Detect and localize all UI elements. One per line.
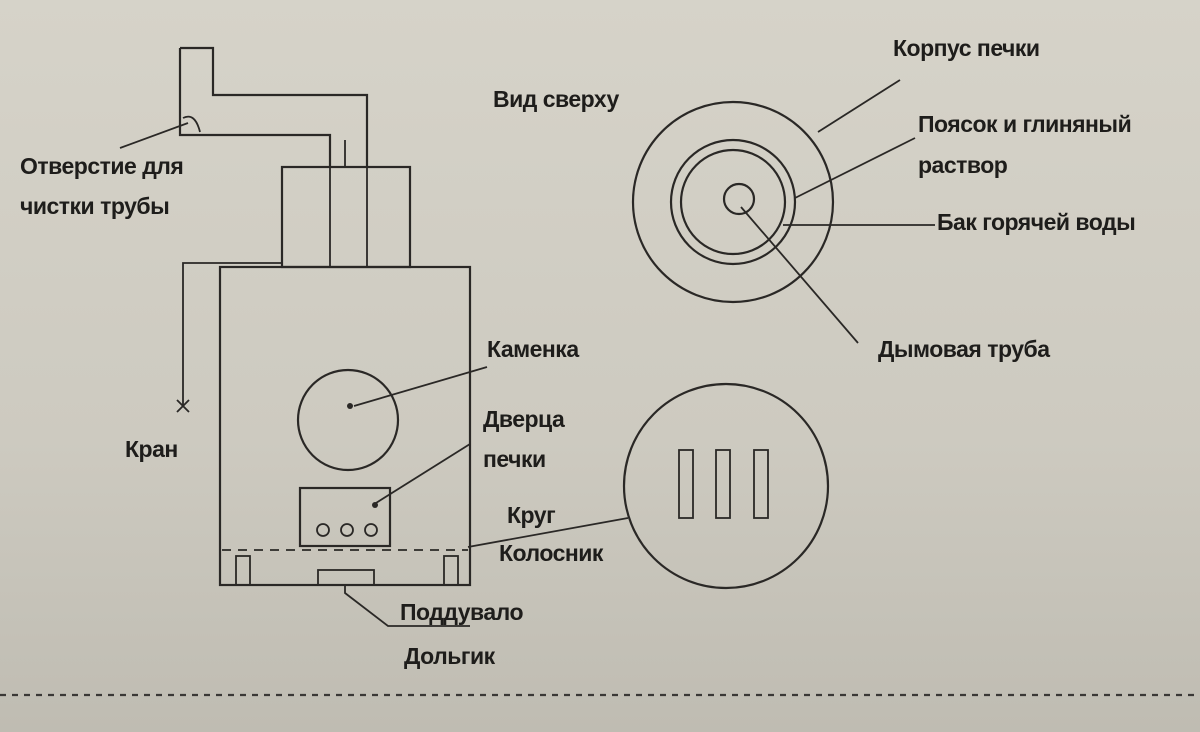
chimney-circle bbox=[722, 182, 756, 216]
water-tank bbox=[280, 165, 412, 269]
tank-body bbox=[280, 165, 412, 269]
leader-pipe-hole bbox=[119, 122, 189, 149]
belt-circle-inner bbox=[679, 148, 787, 256]
label-hot-water-tank: Бак горячей воды bbox=[937, 209, 1135, 235]
chimney-pipe bbox=[178, 46, 369, 167]
leader-ash-pit bbox=[344, 585, 470, 627]
label-belt-1: Поясок и глиняный bbox=[918, 111, 1131, 137]
label-stove-body: Корпус печки bbox=[893, 35, 1040, 61]
belt-circle-outer bbox=[669, 138, 797, 266]
label-tap: Кран bbox=[125, 436, 178, 462]
grate-slot-2 bbox=[715, 449, 731, 519]
label-belt-2: раствор bbox=[918, 152, 1008, 178]
grate-top-view bbox=[622, 382, 830, 590]
cleaning-hole-mark bbox=[182, 115, 201, 133]
label-top-view: Вид сверху bbox=[493, 86, 619, 112]
label-pipe-hole-2: чистки трубы bbox=[20, 193, 169, 219]
label-pipe-hole-1: Отверстие для bbox=[20, 153, 183, 179]
leg-right bbox=[443, 555, 459, 586]
label-heater: Каменка bbox=[487, 336, 579, 362]
label-door-1: Дверца bbox=[483, 406, 565, 432]
heater-circle bbox=[296, 368, 400, 472]
door-vent-3 bbox=[364, 523, 378, 537]
top-view bbox=[631, 100, 835, 304]
label-ash-pit: Поддувало bbox=[400, 599, 523, 625]
grate-circle bbox=[622, 382, 830, 590]
chimney-outer-edge bbox=[180, 46, 369, 167]
label-door-2: печки bbox=[483, 446, 546, 472]
door-vent-1 bbox=[316, 523, 330, 537]
leader-grate bbox=[467, 517, 629, 548]
grate-slot-1 bbox=[678, 449, 694, 519]
stove-body-outline bbox=[218, 265, 472, 587]
tap-assembly bbox=[176, 262, 282, 413]
grate-slot-3 bbox=[753, 449, 769, 519]
leader-belt bbox=[794, 137, 916, 199]
leg-left bbox=[235, 555, 251, 586]
tap-line bbox=[182, 262, 282, 405]
leader-lines bbox=[119, 79, 935, 627]
chimney-inner-edge bbox=[178, 48, 332, 167]
door-vent-2 bbox=[340, 523, 354, 537]
leader-door bbox=[375, 443, 471, 504]
label-circle: Круг bbox=[507, 502, 555, 528]
tap-cross-icon bbox=[176, 399, 190, 413]
heater-dot bbox=[347, 403, 353, 409]
leader-heater bbox=[353, 366, 488, 407]
leader-stove-body bbox=[817, 79, 901, 133]
label-ash-pit-sub: Дольгик bbox=[404, 643, 496, 669]
body-circle bbox=[631, 100, 835, 304]
label-grate: Колосник bbox=[499, 540, 604, 566]
ash-pit-opening bbox=[317, 569, 375, 586]
leader-chimney bbox=[740, 206, 859, 344]
stove-door bbox=[298, 486, 392, 548]
label-chimney: Дымовая труба bbox=[878, 336, 1050, 362]
stove-front-view bbox=[218, 265, 472, 587]
